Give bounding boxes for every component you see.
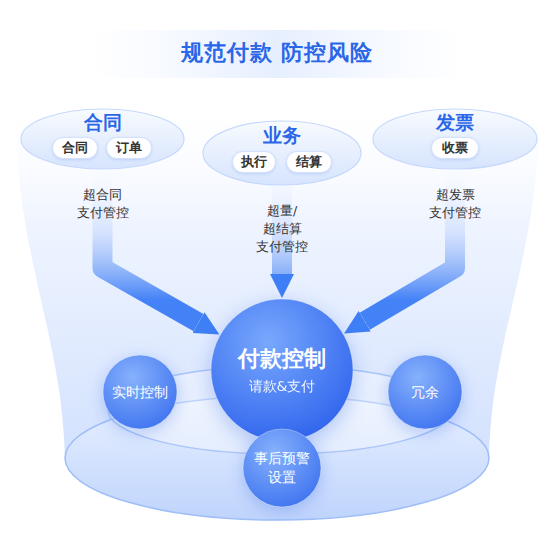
tag-text: 收票: [432, 138, 478, 158]
ellipse-fill: [203, 121, 361, 185]
core-title: 付款控制: [238, 345, 326, 373]
core-subtitle: 请款&支付: [249, 377, 316, 395]
tag-pill: 收票: [431, 137, 479, 159]
edge-label: 超合同 支付管控: [77, 186, 129, 222]
tag-pill: 合同: [52, 137, 98, 159]
ellipse-fill: [21, 109, 184, 169]
tag-text: 执行: [233, 152, 275, 172]
circle-fill: [388, 355, 462, 429]
category-heading: 业务: [202, 124, 362, 146]
category-heading: 发票: [372, 111, 538, 133]
core-circle: 付款控制请款&支付: [210, 298, 354, 442]
edge-label: 超量/超结算 支付管控: [256, 202, 308, 256]
circle-fill: [211, 299, 353, 441]
circle-fill: [103, 355, 177, 429]
control-circle: 事后预警 设置: [242, 428, 322, 508]
tag-pill: 执行: [232, 151, 276, 173]
category-ellipse: 业务执行结算: [202, 120, 362, 186]
circle-fill: [243, 429, 321, 507]
control-label: 冗余: [411, 383, 439, 402]
edge-label: 超发票 支付管控: [429, 186, 481, 222]
tag-pill: 订单: [106, 137, 152, 159]
tag-text: 合同: [53, 138, 97, 158]
control-label: 实时控制: [112, 383, 168, 402]
category-ellipse: 合同合同订单: [20, 108, 185, 170]
tag-text: 订单: [107, 138, 151, 158]
tag-pill: 结算: [286, 151, 332, 173]
funnel-backdrop: [15, 96, 540, 458]
ellipse-fill: [373, 109, 537, 169]
category-ellipse: 发票收票: [372, 108, 538, 170]
control-circle: 实时控制: [102, 354, 178, 430]
category-heading: 合同: [20, 111, 185, 133]
diagram-title: 规范付款 防控风险: [0, 38, 554, 68]
tag-text: 结算: [287, 152, 331, 172]
control-label: 事后预警 设置: [254, 449, 310, 487]
control-circle: 冗余: [387, 354, 463, 430]
circle-outline: [242, 428, 322, 508]
